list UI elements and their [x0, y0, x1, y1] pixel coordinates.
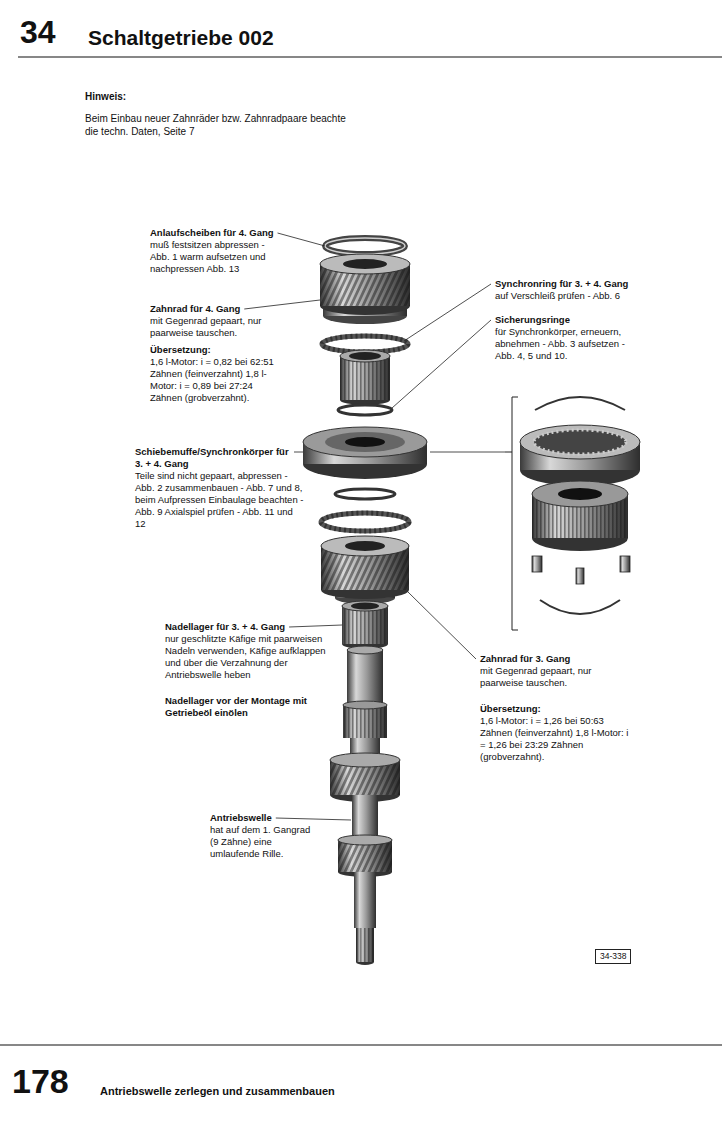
drive-shaft [354, 872, 376, 928]
needle-bearing [340, 356, 390, 400]
part-note: für Synchronkörper, erneuern, abnehmen -… [495, 326, 635, 362]
figure-number: 34-338 [600, 951, 626, 962]
synchro-key [620, 556, 630, 572]
leader-line [276, 818, 351, 820]
synchro-key [532, 556, 542, 572]
leader-line [430, 452, 505, 453]
ratio-heading: Übersetzung: [150, 344, 211, 356]
circlip [335, 489, 395, 499]
part-name: Sicherungsringe [495, 314, 570, 326]
needle-bearing [342, 606, 388, 644]
leader-line [289, 625, 342, 627]
part-note: nur geschlitzte Käfige mit paarweisen Na… [165, 633, 333, 681]
part-name: Antriebswelle [210, 812, 272, 824]
gear-bore [345, 541, 385, 551]
thrust-washer-highlight [325, 238, 405, 254]
part-name: Nadellager für 3. + 4. Gang [165, 621, 285, 633]
bearing-needles [342, 606, 388, 644]
part-note: mit Gegenrad gepaart, nur paarweise taus… [150, 315, 280, 339]
needle-bearing [340, 350, 390, 362]
needle-bearing [342, 601, 388, 611]
page-number: 178 [12, 1062, 69, 1100]
shaft-splines [343, 701, 387, 709]
part-name: Anlaufscheiben für 4. Gang [150, 227, 274, 239]
ratio-heading: Übersetzung: [480, 703, 541, 715]
synchro-hub-bore [345, 437, 385, 447]
part-name: Zahnrad für 3. Gang [480, 653, 570, 665]
gear-face [320, 254, 410, 274]
thrust-washer [325, 238, 405, 254]
part-note: hat auf dem 1. Gangrad (9 Zähne) eine um… [210, 824, 318, 860]
synchro-ring [321, 513, 409, 531]
note-heading: Hinweis: [85, 90, 126, 103]
shaft-gear-face [330, 753, 400, 767]
part-note: Nadellager vor der Montage mit Getriebeö… [165, 695, 330, 719]
bracket [505, 397, 518, 630]
chapter-number: 34 [20, 14, 56, 50]
leader-line [294, 452, 303, 453]
header-rule [18, 56, 722, 57]
needle-bearing-bore [351, 603, 379, 610]
part-name: Zahnrad für 4. Gang [150, 303, 240, 315]
shaft-splines [356, 928, 374, 962]
drive-shaft-end [347, 646, 383, 654]
sliding-sleeve-bore [534, 430, 626, 454]
leader-line [404, 284, 491, 341]
synchro-hub-bore [558, 488, 602, 500]
sliding-sleeve-face [520, 425, 640, 459]
synchro-ring-teeth [321, 513, 409, 531]
synchro-key [576, 568, 584, 584]
ratio-text: 1,6 l-Motor: i = 1,26 bei 50:63 Zähnen (… [480, 715, 630, 763]
leader-line [244, 300, 320, 309]
part-note: auf Verschleiß prüfen - Abb. 6 [495, 290, 620, 302]
needle-bearing-bore [349, 352, 381, 360]
gear-bore [343, 259, 387, 269]
part-name: Synchronring für 3. + 4. Gang [495, 278, 628, 290]
note-text: Beim Einbau neuer Zahnräder bzw. Zahnrad… [85, 112, 350, 138]
leader-line [392, 320, 491, 408]
figure-number-box: 34-338 [595, 949, 631, 964]
leader-line [278, 233, 325, 246]
section-caption: Antriebswelle zerlegen und zusammenbauen [100, 1084, 335, 1098]
synchro-hub [325, 432, 405, 452]
circlip [338, 405, 392, 415]
shaft-splines [343, 705, 387, 738]
synchro-hub-face [532, 481, 628, 507]
shaft-splines [356, 928, 374, 962]
sliding-sleeve-face [303, 427, 427, 457]
drive-shaft [352, 795, 378, 840]
gear-face [321, 536, 409, 556]
leader-line [408, 592, 476, 659]
circlip [535, 397, 625, 410]
page-title: Schaltgetriebe 002 [88, 26, 274, 50]
ratio-text: 1,6 l-Motor: i = 0,82 bei 62:51 Zähnen (… [150, 356, 275, 404]
part-name: Schiebemuffe/Synchronkörper für 3. + 4. … [135, 446, 290, 470]
drive-shaft [347, 650, 383, 705]
part-note: Teile sind nicht gepaart, abpressen - Ab… [135, 470, 305, 530]
shaft-splines [343, 705, 387, 738]
circlip [540, 600, 620, 614]
part-note: mit Gegenrad gepaart, nur paarweise taus… [480, 665, 630, 689]
sleeve-internal-teeth [534, 430, 626, 454]
part-note: muß festsitzen abpressen - Abb. 1 warm a… [150, 239, 280, 275]
bearing-needles [340, 356, 390, 400]
shaft-gear-face [338, 835, 392, 845]
footer-rule [0, 1044, 722, 1045]
